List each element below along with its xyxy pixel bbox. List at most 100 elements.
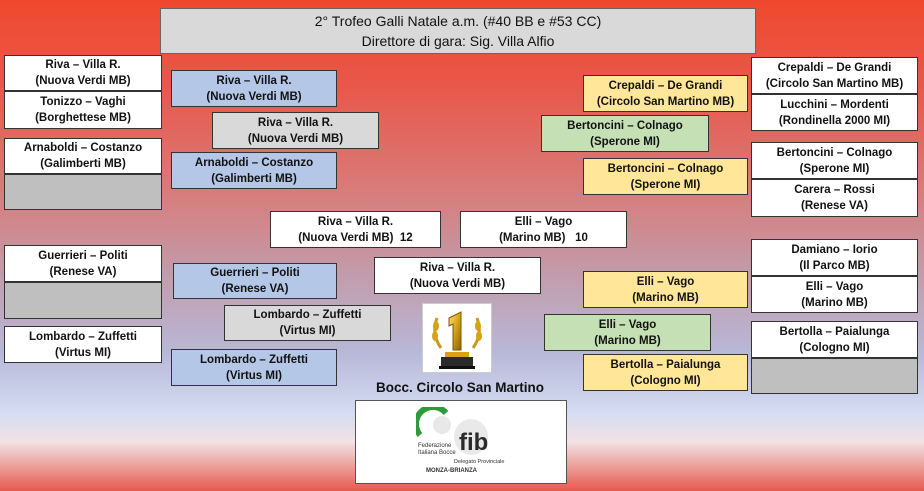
right-r1-empty-slot [751, 358, 918, 394]
tournament-title: 2° Trofeo Galli Natale a.m. (#40 BB e #5… [315, 11, 602, 31]
team-club: (Nuova Verdi MB) [206, 89, 301, 105]
team-club: (Marino MB) [801, 295, 867, 311]
trophy-icon [422, 303, 492, 373]
team-club: (Marino MB) [594, 333, 660, 349]
left-r2-match-1: Riva – Villa R. (Nuova Verdi MB) [171, 70, 337, 107]
fib-area: MONZA-BRIANZA [426, 468, 477, 475]
team-club: (Galimberti MB) [40, 156, 126, 172]
team-club: (Borghettese MB) [35, 110, 131, 126]
team-names: Guerrieri – Politi [210, 265, 299, 281]
team-club-score: (Nuova Verdi MB) 12 [298, 230, 412, 246]
right-r2-match-4: Bertolla – Paialunga (Cologno MI) [583, 354, 748, 391]
team-club: (Nuova Verdi MB) [298, 232, 393, 244]
team-names: Elli – Vago [806, 279, 864, 295]
right-r3-match-1: Bertoncini – Colnago (Sperone MI) [541, 115, 709, 152]
final-left-team: Riva – Villa R. (Nuova Verdi MB) 12 [270, 211, 441, 248]
right-r1-match-5: Damiano – Iorio (Il Parco MB) [751, 239, 918, 276]
left-r1-match-2: Tonizzo – Vaghi (Borghettese MB) [4, 91, 162, 129]
left-r1-match-4: Guerrieri – Politi (Renese VA) [4, 245, 162, 282]
team-names: Lucchini – Mordenti [780, 97, 889, 113]
right-r1-match-2: Lucchini – Mordenti (Rondinella 2000 MI) [751, 94, 918, 131]
final-score-left: 12 [400, 232, 413, 244]
right-r1-match-4: Carera – Rossi (Renese VA) [751, 179, 918, 217]
left-r3-match-2: Lombardo – Zuffetti (Virtus MI) [224, 305, 391, 341]
fib-federation-line2: Italiana Bocce [418, 450, 456, 457]
right-r3-match-2: Elli – Vago (Marino MB) [544, 314, 711, 351]
team-club: (Circolo San Martino MB) [766, 76, 903, 92]
team-club: (Nuova Verdi MB) [410, 276, 505, 292]
team-club: (Cologno MI) [630, 373, 700, 389]
right-r2-match-1: Crepaldi – De Grandi (Circolo San Martin… [583, 75, 748, 112]
left-r1-match-1: Riva – Villa R. (Nuova Verdi MB) [4, 55, 162, 91]
team-club: (Renese VA) [222, 281, 289, 297]
right-r1-match-6: Elli – Vago (Marino MB) [751, 276, 918, 313]
tournament-header: 2° Trofeo Galli Natale a.m. (#40 BB e #5… [160, 8, 756, 54]
team-club: (Virtus MI) [226, 368, 282, 384]
fib-federation-line1: Federazione [418, 443, 451, 450]
team-club: (Sperone MI) [631, 177, 701, 193]
final-right-team: Elli – Vago (Marino MB) 10 [460, 211, 627, 248]
team-club: (Virtus MI) [55, 345, 111, 361]
right-r2-match-3: Elli – Vago (Marino MB) [583, 271, 748, 308]
team-club: (Circolo San Martino MB) [597, 94, 734, 110]
team-names: Arnaboldi – Costanzo [195, 155, 313, 171]
team-club: (Galimberti MB) [211, 171, 297, 187]
team-club-score: (Marino MB) 10 [499, 230, 588, 246]
team-names: Lombardo – Zuffetti [200, 352, 308, 368]
team-names: Riva – Villa R. [45, 57, 120, 73]
team-names: Tonizzo – Vaghi [40, 94, 125, 110]
race-director: Direttore di gara: Sig. Villa Alfio [362, 31, 555, 51]
team-names: Bertoncini – Colnago [608, 161, 724, 177]
team-club: (Cologno MI) [799, 340, 869, 356]
left-r1-empty-slot-1 [4, 174, 162, 210]
final-score-right: 10 [575, 232, 588, 244]
team-names: Bertolla – Paialunga [780, 324, 890, 340]
team-names: Crepaldi – De Grandi [609, 78, 723, 94]
left-r1-empty-slot-2 [4, 282, 162, 319]
team-names: Riva – Villa R. [258, 115, 333, 131]
fib-logo: fib Federazione Italiana Bocce Delegato … [355, 400, 567, 484]
team-names: Guerrieri – Politi [38, 248, 127, 264]
team-club: (Virtus MI) [279, 323, 335, 339]
team-club: (Rondinella 2000 MI) [779, 113, 890, 129]
team-names: Arnaboldi – Costanzo [24, 140, 142, 156]
team-names: Carera – Rossi [794, 182, 875, 198]
team-names: Bertoncini – Colnago [567, 118, 683, 134]
team-names: Elli – Vago [515, 214, 573, 230]
team-club: (Marino MB) [499, 232, 565, 244]
team-names: Riva – Villa R. [420, 260, 495, 276]
team-names: Bertoncini – Colnago [777, 145, 893, 161]
team-names: Crepaldi – De Grandi [778, 60, 892, 76]
left-r2-match-3: Guerrieri – Politi (Renese VA) [173, 263, 337, 299]
team-names: Elli – Vago [637, 274, 695, 290]
team-names: Elli – Vago [599, 317, 657, 333]
team-names: Damiano – Iorio [791, 242, 877, 258]
left-r1-match-3: Arnaboldi – Costanzo (Galimberti MB) [4, 138, 162, 174]
team-club: (Renese VA) [50, 264, 117, 280]
team-club: (Sperone MI) [800, 161, 870, 177]
left-r2-match-2: Arnaboldi – Costanzo (Galimberti MB) [171, 152, 337, 189]
host-club: Bocc. Circolo San Martino [340, 380, 580, 398]
team-names: Riva – Villa R. [216, 73, 291, 89]
team-club: (Nuova Verdi MB) [35, 73, 130, 89]
tournament-winner: Riva – Villa R. (Nuova Verdi MB) [374, 257, 541, 294]
right-r1-match-3: Bertoncini – Colnago (Sperone MI) [751, 142, 918, 179]
team-club: (Renese VA) [801, 198, 868, 214]
left-r2-match-4: Lombardo – Zuffetti (Virtus MI) [171, 349, 337, 386]
team-names: Lombardo – Zuffetti [29, 329, 137, 345]
fib-delegation: Delegato Provinciale [454, 459, 504, 466]
fib-logo-icon [416, 407, 452, 437]
team-names: Bertolla – Paialunga [611, 357, 721, 373]
team-club: (Marino MB) [632, 290, 698, 306]
fib-mark: fib [459, 429, 488, 457]
team-names: Lombardo – Zuffetti [254, 307, 362, 323]
right-r2-match-2: Bertoncini – Colnago (Sperone MI) [583, 158, 748, 195]
team-club: (Sperone MI) [590, 134, 660, 150]
team-club: (Il Parco MB) [799, 258, 869, 274]
team-names: Riva – Villa R. [318, 214, 393, 230]
left-r1-match-5: Lombardo – Zuffetti (Virtus MI) [4, 326, 162, 363]
right-r1-match-1: Crepaldi – De Grandi (Circolo San Martin… [751, 57, 918, 94]
team-club: (Nuova Verdi MB) [248, 131, 343, 147]
left-r3-match-1: Riva – Villa R. (Nuova Verdi MB) [212, 112, 379, 149]
right-r1-match-7: Bertolla – Paialunga (Cologno MI) [751, 321, 918, 358]
